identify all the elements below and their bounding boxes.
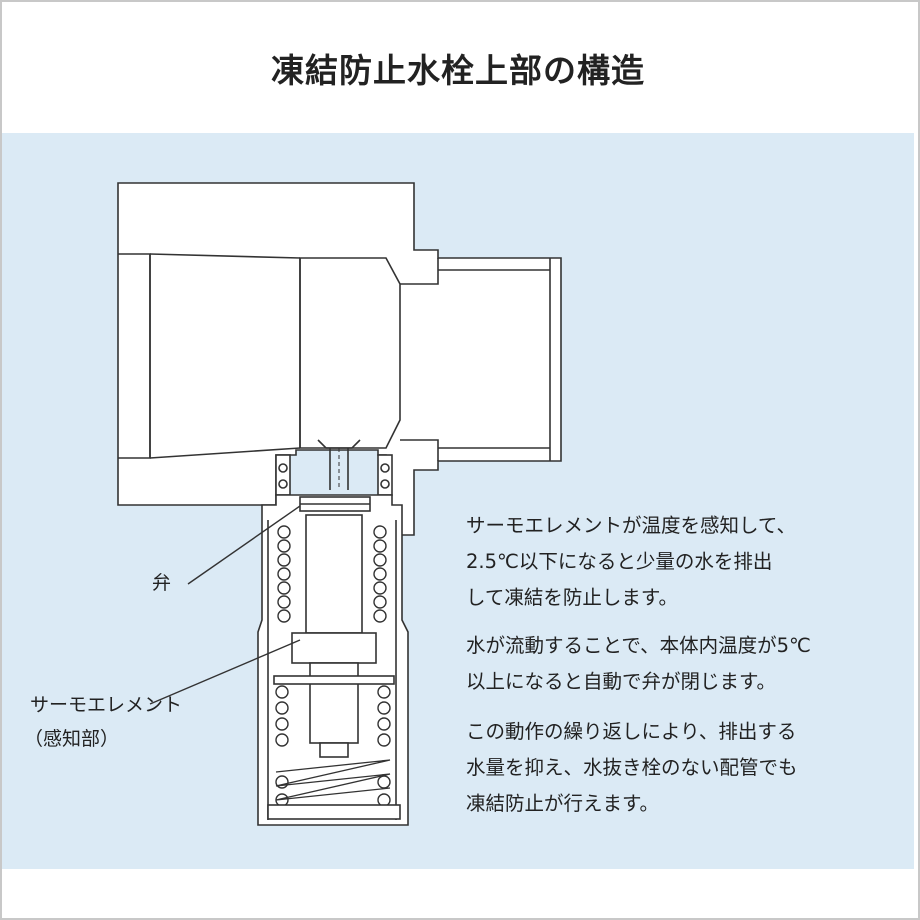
desc-line: 以上になると自動で弁が閉じます。 [466,670,777,693]
description-paragraph-1: サーモエレメントが温度を感知して、 2.5℃以下になると少量の水を排出 して凍結… [466,508,896,616]
faucet-body [117,182,562,536]
label-thermo-element-sub: （感知部） [24,728,120,750]
desc-line: この動作の繰り返しにより、排出する [466,720,797,743]
o-ring-left [278,463,288,473]
desc-line: サーモエレメントが温度を感知して、 [466,514,796,537]
desc-line: 水量を抑え、水抜き栓のない配管でも [466,756,798,779]
bottom-plate [267,804,401,820]
thermo-element-body [291,632,377,664]
desc-line: 2.5℃以下になると少量の水を排出 [466,550,773,573]
label-thermo-element: サーモエレメント [30,694,183,716]
right-outlet [400,258,439,461]
desc-line: して凍結を防止します。 [466,586,678,609]
thermo-element-rod [309,662,359,744]
leader-valve [187,505,301,585]
page-title: 凍結防止水栓上部の構造 [271,51,645,90]
description-paragraph-3: この動作の繰り返しにより、排出する 水量を抑え、水抜き栓のない配管でも 凍結防止… [466,714,896,822]
lower-insert [273,675,395,685]
bottom-spring [275,759,391,801]
o-ring-right [380,463,390,473]
description-paragraph-2: 水が流動することで、本体内温度が5℃ 以上になると自動で弁が閉じます。 [466,628,896,700]
upper-spring [277,525,387,623]
label-valve: 弁 [152,572,172,594]
leader-thermo [149,639,301,705]
desc-line: 凍結防止が行えます。 [466,792,660,815]
gland-right [377,454,393,496]
gland-left [275,454,291,496]
desc-line: 水が流動することで、本体内温度が5℃ [466,634,811,657]
piston-upper [305,514,363,634]
